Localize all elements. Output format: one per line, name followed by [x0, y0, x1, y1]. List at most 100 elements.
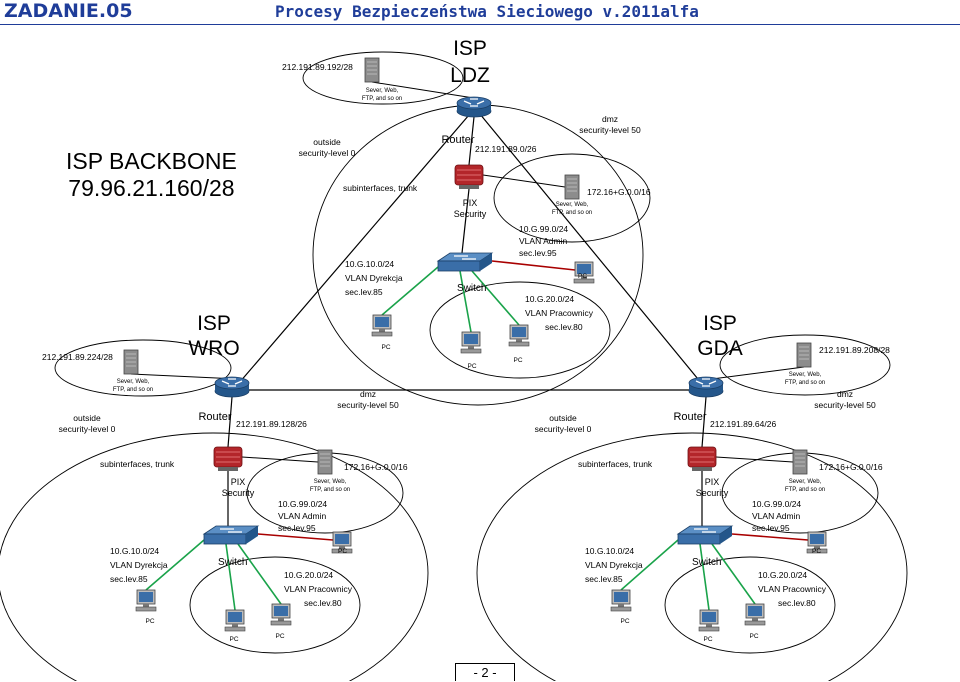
pc-icon[interactable] — [460, 331, 482, 354]
router-icon[interactable] — [214, 376, 250, 398]
pracownicy-link-2 — [237, 543, 282, 605]
pix-security-label: Security — [696, 488, 729, 498]
dmz-network: 172.16+G.0.0/16 — [344, 462, 408, 472]
pracownicy-link-1 — [225, 543, 236, 611]
server-icon — [796, 342, 812, 368]
pracownicy-vlan: VLAN Pracownicy — [284, 584, 353, 594]
switch-icon[interactable] — [676, 525, 734, 545]
firewall-switch-link — [461, 188, 470, 254]
firewall-icon[interactable] — [687, 446, 717, 471]
server-label: Sever, Web, — [789, 372, 822, 378]
backbone-label: ISP BACKBONE 79.96.21.160/28 — [66, 148, 237, 202]
pc-icon[interactable] — [331, 531, 353, 554]
dyrekcja-network: 10.G.10.0/24 — [345, 259, 394, 269]
admin-security: sec.lev.95 — [278, 523, 316, 533]
dmz-network: 172.16+G.0.0/16 — [587, 187, 651, 197]
pc-label: PC — [578, 273, 587, 280]
switch-label: Switch — [457, 283, 486, 294]
page-number: - 2 - — [455, 663, 515, 681]
pix-label: PIX — [705, 477, 720, 487]
outside-security: security-level 0 — [535, 424, 592, 434]
server-icon — [792, 449, 808, 475]
dmz-zone — [493, 153, 651, 243]
admin-security: sec.lev.95 — [519, 248, 557, 258]
pc-label: PC — [338, 548, 347, 555]
switch-icon[interactable] — [202, 525, 260, 545]
pc-icon[interactable] — [610, 589, 632, 612]
dmz-label: dmz — [837, 389, 853, 399]
server-label: FTP, and so on — [785, 380, 825, 386]
pc-icon[interactable] — [573, 261, 595, 284]
pc-icon[interactable] — [371, 314, 393, 337]
document-subtitle: Procesy Bezpieczeństwa Sieciowego v.2011… — [275, 2, 699, 21]
site-name-line1: ISP — [703, 312, 737, 335]
admin-network: 10.G.99.0/24 — [752, 499, 801, 509]
outside-network: 212.191.89.0/26 — [475, 144, 537, 154]
dmz-server-label: FTP, and so on — [310, 487, 350, 493]
dmz-security: security-level 50 — [337, 400, 399, 410]
dyrekcja-link — [620, 539, 679, 591]
dyrekcja-network: 10.G.10.0/24 — [110, 546, 159, 556]
pracownicy-vlan: VLAN Pracownicy — [525, 308, 594, 318]
server-zone — [54, 339, 232, 397]
pc-icon[interactable] — [744, 603, 766, 626]
admin-link — [257, 533, 334, 541]
firewall-dmz-link — [482, 174, 566, 188]
admin-security: sec.lev.95 — [752, 523, 790, 533]
router-icon[interactable] — [456, 96, 492, 118]
dyrekcja-link — [381, 266, 439, 316]
pc-label: PC — [812, 548, 821, 555]
switch-icon[interactable] — [436, 252, 494, 272]
server-zone — [302, 51, 464, 105]
pc-label: PC — [145, 618, 154, 625]
server-network: 212.191.89.208/28 — [819, 345, 890, 355]
dmz-server-label: FTP, and so on — [552, 210, 592, 216]
pracownicy-network: 10.G.20.0/24 — [284, 570, 333, 580]
server-label: FTP, and so on — [113, 387, 153, 393]
router-firewall-link — [468, 116, 475, 166]
pc-label: PC — [620, 618, 629, 625]
pc-icon[interactable] — [270, 603, 292, 626]
firewall-icon[interactable] — [213, 446, 243, 471]
admin-link — [491, 260, 576, 271]
site-boundary — [0, 432, 429, 681]
admin-vlan: VLAN Admin — [519, 236, 567, 246]
admin-network: 10.G.99.0/24 — [519, 224, 568, 234]
pc-icon[interactable] — [806, 531, 828, 554]
outside-security: security-level 0 — [59, 424, 116, 434]
site-name-line1: ISP — [453, 37, 487, 60]
admin-network: 10.G.99.0/24 — [278, 499, 327, 509]
pc-icon[interactable] — [698, 609, 720, 632]
server-label: FTP, and so on — [362, 96, 402, 102]
site-name-line2: GDA — [697, 337, 743, 360]
router-icon[interactable] — [688, 376, 724, 398]
dmz-server-label: Sever, Web, — [556, 202, 589, 208]
switch-label: Switch — [218, 557, 247, 568]
pracownicy-security: sec.lev.80 — [304, 598, 342, 608]
dmz-security: security-level 50 — [814, 400, 876, 410]
outside-network: 212.191.89.128/26 — [236, 419, 307, 429]
site-name-line2: LDZ — [450, 64, 490, 87]
pracownicy-network: 10.G.20.0/24 — [525, 294, 574, 304]
backbone-network: 79.96.21.160/28 — [68, 175, 235, 201]
site-boundary — [476, 432, 908, 681]
dyrekcja-vlan: VLAN Dyrekcja — [585, 560, 643, 570]
pc-icon[interactable] — [135, 589, 157, 612]
dmz-security: security-level 50 — [579, 125, 641, 135]
pc-label: PC — [703, 636, 712, 643]
pc-icon[interactable] — [224, 609, 246, 632]
outside-network: 212.191.89.64/26 — [710, 419, 776, 429]
firewall-icon[interactable] — [454, 164, 484, 189]
outside-security: security-level 0 — [299, 148, 356, 158]
switch-label: Switch — [692, 557, 721, 568]
server-icon — [564, 174, 580, 200]
server-label: Sever, Web, — [117, 379, 150, 385]
pracownicy-link-1 — [459, 270, 472, 333]
outside-label: outside — [549, 413, 577, 423]
pc-label: PC — [513, 357, 522, 364]
dyrekcja-security: sec.lev.85 — [585, 574, 623, 584]
pc-icon[interactable] — [508, 324, 530, 347]
